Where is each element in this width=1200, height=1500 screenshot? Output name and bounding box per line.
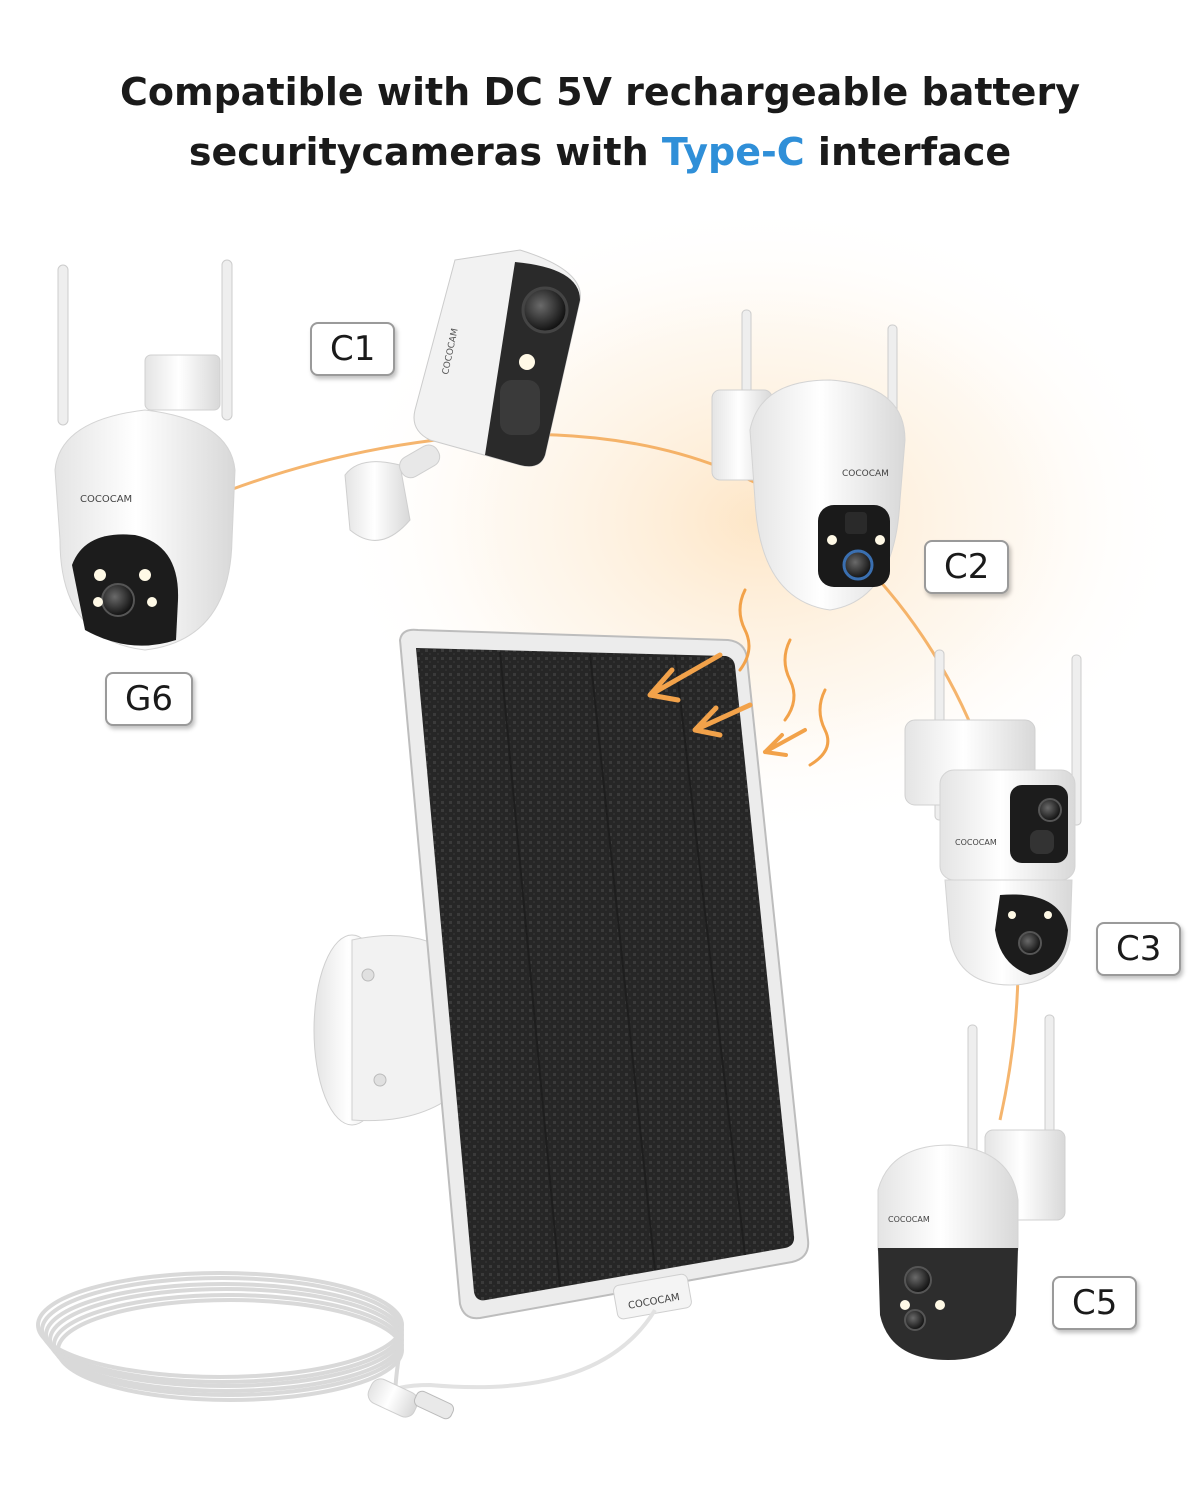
headline-line2: securitycameras with Type-C interface (0, 122, 1200, 182)
led (1008, 911, 1016, 919)
camera-c1: COCOCAM (344, 249, 581, 541)
camera-c3: COCOCAM (904, 649, 1082, 986)
sunlight-wave (808, 688, 830, 767)
solar-panel: COCOCAM (398, 628, 810, 1320)
camera-c5: COCOCAM (877, 1014, 1066, 1360)
type-c-plug (367, 1378, 455, 1420)
lens (904, 1309, 926, 1331)
label-c3: C3 (1096, 922, 1182, 976)
lens (842, 549, 874, 581)
headline-line2-start: securitycameras with (188, 130, 662, 174)
screw (361, 968, 375, 982)
wall-mount (144, 354, 221, 411)
antenna (221, 259, 233, 421)
brand-logo: COCOCAM (955, 838, 997, 847)
lens (1018, 931, 1042, 955)
plug-housing (367, 1378, 419, 1418)
led (94, 569, 106, 581)
headline-highlight: Type-C (661, 130, 805, 174)
led (900, 1300, 910, 1310)
lens-secondary (845, 512, 867, 534)
camera-face (878, 1248, 1018, 1360)
brand-logo: COCOCAM (80, 494, 132, 505)
led (875, 535, 885, 545)
sunlight-wave (783, 638, 796, 722)
led (93, 597, 103, 607)
camera-body (877, 1144, 1019, 1251)
cable-lead (383, 1308, 657, 1397)
lens (521, 286, 569, 334)
cell-divider (499, 651, 561, 1287)
antenna (57, 264, 69, 426)
lens (904, 1266, 932, 1294)
brand-logo: COCOCAM (888, 1215, 930, 1224)
sunlight-arrows (647, 588, 830, 767)
cell-divider (674, 654, 746, 1256)
cell-divider (589, 653, 656, 1271)
led (147, 597, 157, 607)
arrow (692, 702, 753, 738)
camera-g6: COCOCAM (54, 259, 236, 651)
pir-sensor (1030, 830, 1054, 854)
cable-loop (56, 1298, 404, 1402)
mount-arm (399, 444, 441, 479)
label-g6: G6 (105, 672, 193, 726)
led (827, 535, 837, 545)
lens (1038, 798, 1062, 822)
led (519, 354, 535, 370)
panel-cells (416, 648, 795, 1301)
brand-plate (613, 1273, 692, 1320)
sunlight-wave (738, 588, 751, 672)
led (139, 569, 151, 581)
brand-logo: COCOCAM (842, 469, 889, 479)
headline: Compatible with DC 5V rechargeable batte… (0, 62, 1200, 182)
arrow (763, 728, 807, 757)
screw (373, 1073, 387, 1087)
led (1044, 911, 1052, 919)
arrow (647, 652, 723, 703)
pir-sensor (500, 380, 540, 435)
label-c2: C2 (924, 540, 1010, 594)
wall-mount (344, 461, 411, 541)
camera-c2: COCOCAM (711, 309, 906, 611)
lens (101, 583, 135, 617)
led (935, 1300, 945, 1310)
headline-line2-end: interface (804, 130, 1012, 174)
plug-tip (413, 1390, 455, 1420)
headline-line1: Compatible with DC 5V rechargeable batte… (120, 70, 1080, 114)
label-c5: C5 (1052, 1276, 1138, 1330)
label-c1: C1 (310, 322, 396, 376)
